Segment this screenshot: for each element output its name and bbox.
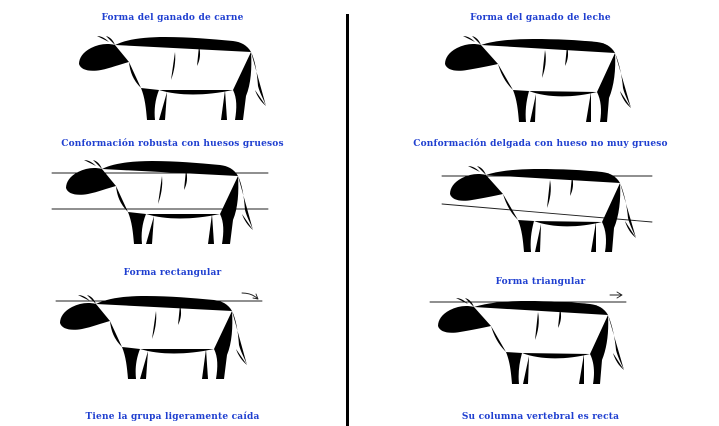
dairy-conformation-caption: Conformación delgada con hueso no muy gr…: [362, 139, 719, 149]
panel-divider: [346, 14, 349, 426]
dairy-shape-caption: Forma triangular: [362, 277, 719, 287]
beef-cattle-panel: Forma del ganado de carne Conformación r…: [0, 0, 345, 426]
beef-shape-caption: Forma rectangular: [0, 268, 345, 278]
dairy-cow-illustration: [441, 28, 636, 128]
beef-cow-illustration: [75, 28, 270, 126]
dairy-spine-caption: Su columna vertebral es recta: [362, 412, 719, 422]
beef-rectangle-illustration: [42, 152, 282, 250]
dairy-triangle-illustration: [436, 158, 656, 256]
dairy-spine-illustration: [426, 288, 646, 390]
triangle-slanted-line: [442, 204, 652, 222]
spine-arrow-icon: [610, 292, 622, 298]
dairy-title: Forma del ganado de leche: [362, 13, 719, 23]
beef-rump-caption: Tiene la grupa ligeramente caída: [0, 412, 345, 422]
beef-conformation-caption: Conformación robusta con huesos gruesos: [0, 139, 345, 149]
beef-title: Forma del ganado de carne: [0, 13, 345, 23]
dairy-cattle-panel: Forma del ganado de leche Conformación d…: [362, 0, 719, 426]
beef-rump-illustration: [36, 283, 276, 383]
rump-slope-arrow-icon: [242, 293, 258, 299]
